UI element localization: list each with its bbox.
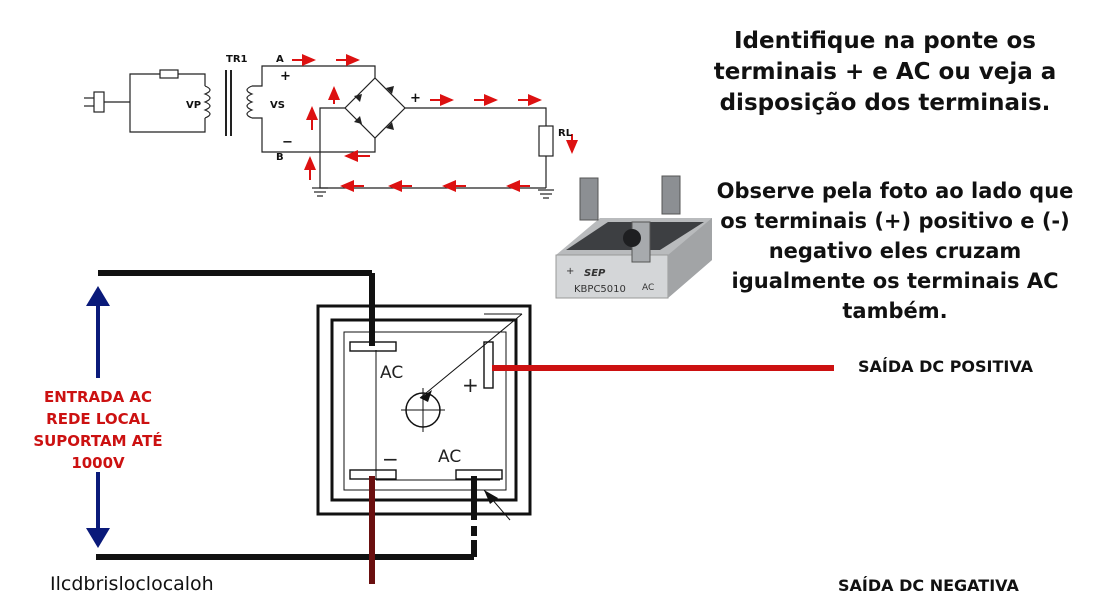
ac-input-double-arrow xyxy=(86,286,110,548)
dc-negative-output-label: SAÍDA DC NEGATIVA xyxy=(838,576,1019,595)
load-resistor-icon xyxy=(538,125,554,157)
diode-icons xyxy=(354,86,394,130)
terminal-ac-bottom xyxy=(455,469,503,480)
photo-model: KBPC5010 xyxy=(574,284,626,295)
schematic-minus: − xyxy=(282,135,293,150)
vs-label: VS xyxy=(270,100,285,111)
bottom-cut-text: Ilcdbrisloclocaloh xyxy=(50,573,214,595)
transformer-label: TR1 xyxy=(226,54,248,65)
ac-input-label: ENTRADA AC REDE LOCAL SUPORTAM ATÉ 1000V xyxy=(33,388,163,472)
diode-bridge-symbol xyxy=(344,77,406,139)
bridge-ac-bottom-label: AC xyxy=(438,447,461,467)
instruction-title: Identifique na ponte os terminais + e AC… xyxy=(713,28,1057,116)
load-label: RL xyxy=(558,128,573,139)
photo-ac-mark: AC xyxy=(642,283,654,293)
photo-plus-mark: + xyxy=(566,266,574,277)
connection-wires xyxy=(96,270,834,584)
primary-coil-icon xyxy=(203,85,211,119)
node-b-label: B xyxy=(276,152,284,163)
bridge-plus-label: + xyxy=(410,91,421,106)
bridge-plus-terminal-label: + xyxy=(462,373,479,397)
schematic-plus: + xyxy=(280,69,291,84)
photo-note: Observe pela foto ao lado que os termina… xyxy=(716,179,1074,323)
vp-label: VP xyxy=(186,100,201,111)
ground-icon xyxy=(538,189,554,199)
bridge-outline xyxy=(316,304,532,521)
plug-icon xyxy=(84,91,130,113)
bridge-ac-top-label: AC xyxy=(380,363,403,383)
ground-icon xyxy=(312,187,328,197)
terminal-positive xyxy=(483,341,494,389)
pointer-arrowheads xyxy=(420,390,498,504)
node-a-label: A xyxy=(276,54,284,65)
current-flow-arrows xyxy=(292,54,578,192)
rectifier-schematic xyxy=(84,65,554,199)
fuse-icon xyxy=(159,69,179,79)
photo-brand: SEP xyxy=(584,268,606,279)
secondary-coil-icon xyxy=(246,85,254,119)
bridge-minus-terminal-label: − xyxy=(382,447,399,471)
dc-positive-output-label: SAÍDA DC POSITIVA xyxy=(858,357,1034,376)
bridge-photo: + SEP AC KBPC5010 xyxy=(555,175,712,299)
